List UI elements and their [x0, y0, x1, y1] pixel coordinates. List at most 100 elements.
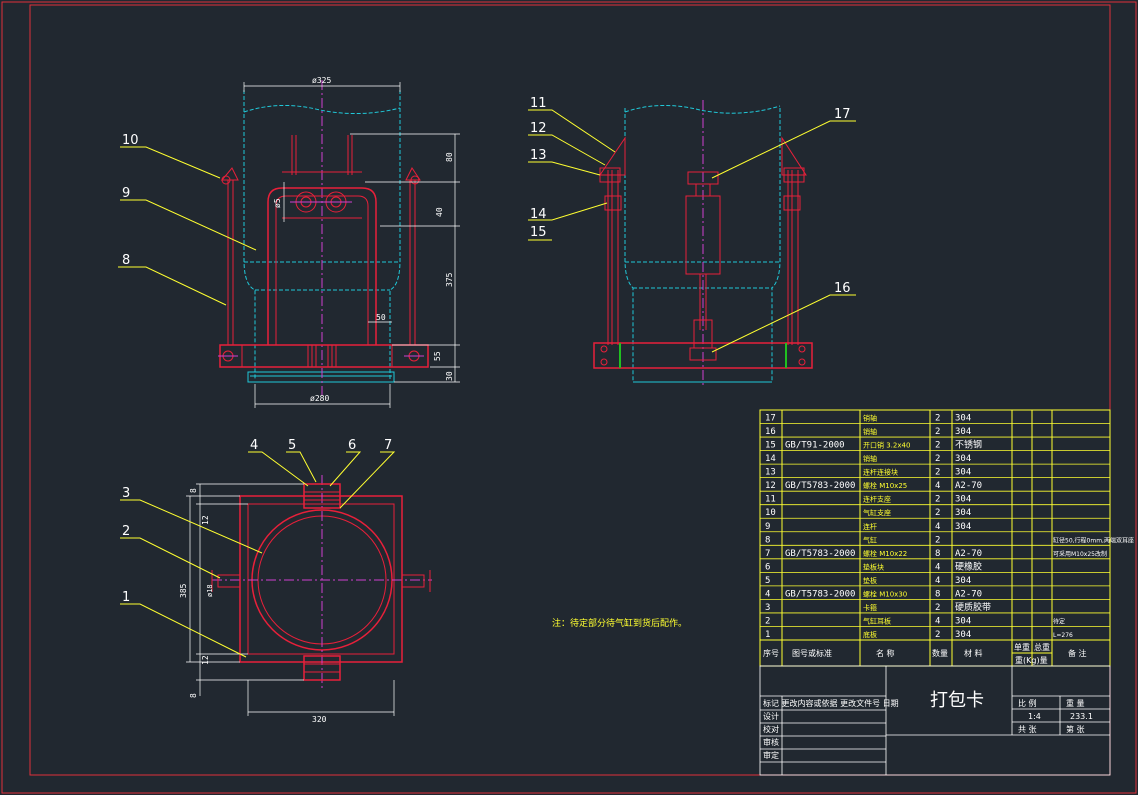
- bom-cell-note: 缸径50,行程0mm,两端双耳座: [1053, 536, 1134, 544]
- bom-cell-name: 螺栓 M10x30: [863, 589, 907, 598]
- bom-cell-no: 1: [765, 630, 770, 640]
- bom-cell-mat: 不锈钢: [955, 439, 982, 451]
- bom-cell-std: GB/T5783-2000: [785, 549, 855, 559]
- dim-v80: 80: [445, 152, 454, 162]
- balloon-11: 11: [530, 96, 547, 111]
- balloon-17: 17: [834, 107, 851, 122]
- bom-cell-no: 4: [765, 589, 770, 599]
- bom-head-no: 序号: [763, 648, 779, 658]
- bom-cell-no: 15: [765, 441, 776, 451]
- bom-cell-mat: 硬橡胶: [955, 560, 982, 572]
- bom-cell-qty: 8: [935, 589, 940, 599]
- label-review: 审核: [763, 737, 779, 747]
- bom-cell-no: 2: [765, 616, 770, 626]
- balloon-16: 16: [834, 281, 851, 296]
- bom-cell-no: 5: [765, 576, 770, 586]
- bom-cell-mat: 304: [955, 414, 971, 424]
- bom-cell-name: 卡箍: [863, 603, 877, 612]
- bom-cell-qty: 2: [935, 414, 940, 424]
- bom-cell-name: 连杆支座: [863, 495, 891, 504]
- bom-cell-no: 3: [765, 603, 770, 613]
- bom-cell-qty: 2: [935, 441, 940, 451]
- title-block-grid: [759, 665, 1111, 776]
- dim-v12a: 12: [201, 515, 210, 525]
- balloon-14: 14: [530, 207, 547, 222]
- dim-v40: 40: [435, 207, 444, 217]
- dim-v55: 55: [433, 351, 442, 361]
- leaders: [118, 109, 856, 658]
- drawing-note: 注：待定部分待气缸到货后配作。: [552, 617, 687, 629]
- bom-cell-name: 垫板块: [863, 562, 884, 571]
- bom-cell-name: 垫板: [863, 576, 877, 585]
- bom-cell-std: GB/T5783-2000: [785, 481, 855, 491]
- front-view: [218, 80, 460, 408]
- balloon-8: 8: [122, 253, 130, 268]
- bom-head-qty: 数量: [932, 648, 948, 658]
- bom-cell-no: 9: [765, 522, 770, 532]
- bom-cell-mat: 304: [955, 630, 971, 640]
- bom-cell-no: 10: [765, 508, 776, 518]
- dim-v30: 30: [445, 371, 454, 381]
- bom-cell-std: GB/T5783-2000: [785, 589, 855, 599]
- label-check: 校对: [763, 724, 779, 734]
- label-approve: 审定: [763, 750, 779, 760]
- value-weight: 233.1: [1070, 712, 1093, 721]
- dim-v8a: 8: [189, 488, 198, 493]
- bom-cell-qty: 2: [935, 495, 940, 505]
- bom-cell-qty: 2: [935, 468, 940, 478]
- bom-cell-name: 销轴: [863, 454, 877, 463]
- bom-cell-name: 气缸支座: [863, 508, 891, 517]
- balloon-7: 7: [384, 438, 392, 453]
- balloon-6: 6: [348, 438, 356, 453]
- bom-cell-no: 7: [765, 549, 770, 559]
- top-view: [186, 475, 432, 716]
- bom-cell-mat: 304: [955, 468, 971, 478]
- bom-head-std: 图号或标准: [792, 648, 832, 658]
- bom-cell-qty: 4: [935, 481, 940, 491]
- bom-cell-mat: 硬质胶带: [955, 601, 991, 613]
- bom-cell-no: 17: [765, 414, 776, 424]
- bom-cell-name: 销轴: [863, 427, 877, 436]
- bom-cell-no: 13: [765, 468, 776, 478]
- bom-head-w2: 总重: [1034, 642, 1050, 652]
- bom-cell-qty: 2: [935, 535, 940, 545]
- side-view: [593, 100, 813, 385]
- bom-head-mat: 材 料: [964, 648, 983, 658]
- dim-d325: ø325: [312, 76, 331, 85]
- bom-cell-no: 11: [765, 495, 776, 505]
- balloon-1: 1: [122, 590, 130, 605]
- dim-v375: 375: [445, 272, 454, 287]
- bom-cell-qty: 2: [935, 454, 940, 464]
- bom-cell-name: 气缸耳板: [863, 616, 891, 625]
- bom-cell-note: L=276: [1053, 632, 1073, 639]
- bom-cell-name: 螺栓 M10x22: [863, 549, 907, 558]
- bom-cell-no: 12: [765, 481, 776, 491]
- bom-head-w1: 单重: [1014, 642, 1030, 652]
- balloon-13: 13: [530, 148, 547, 163]
- bom-cell-qty: 4: [935, 522, 940, 532]
- dim-hole: ø18: [206, 584, 214, 597]
- dim-v12b: 12: [201, 655, 210, 665]
- balloon-5: 5: [288, 438, 296, 453]
- bom-cell-mat: A2-70: [955, 549, 982, 559]
- revision-header: 标记 更改内容或依据 更改文件号 日期: [763, 698, 899, 708]
- bom-cell-mat: 304: [955, 427, 971, 437]
- bom-cell-qty: 4: [935, 616, 940, 626]
- dim-w320: 320: [312, 715, 327, 724]
- balloon-4: 4: [250, 438, 258, 453]
- balloon-9: 9: [122, 186, 130, 201]
- bom-cell-qty: 2: [935, 630, 940, 640]
- bom-cell-name: 气缸: [863, 535, 877, 544]
- bom-cell-mat: A2-70: [955, 481, 982, 491]
- value-scale: 1:4: [1028, 712, 1041, 721]
- bom-cell-qty: 8: [935, 549, 940, 559]
- dim-d95: ø5: [273, 198, 282, 208]
- bom-cell-qty: 2: [935, 508, 940, 518]
- bom-cell-qty: 2: [935, 427, 940, 437]
- drawing-title: 打包卡: [930, 690, 984, 711]
- bom-cell-note: 待定: [1053, 617, 1065, 625]
- dim-d280: ø280: [310, 394, 329, 403]
- inner-frame: [29, 4, 1111, 776]
